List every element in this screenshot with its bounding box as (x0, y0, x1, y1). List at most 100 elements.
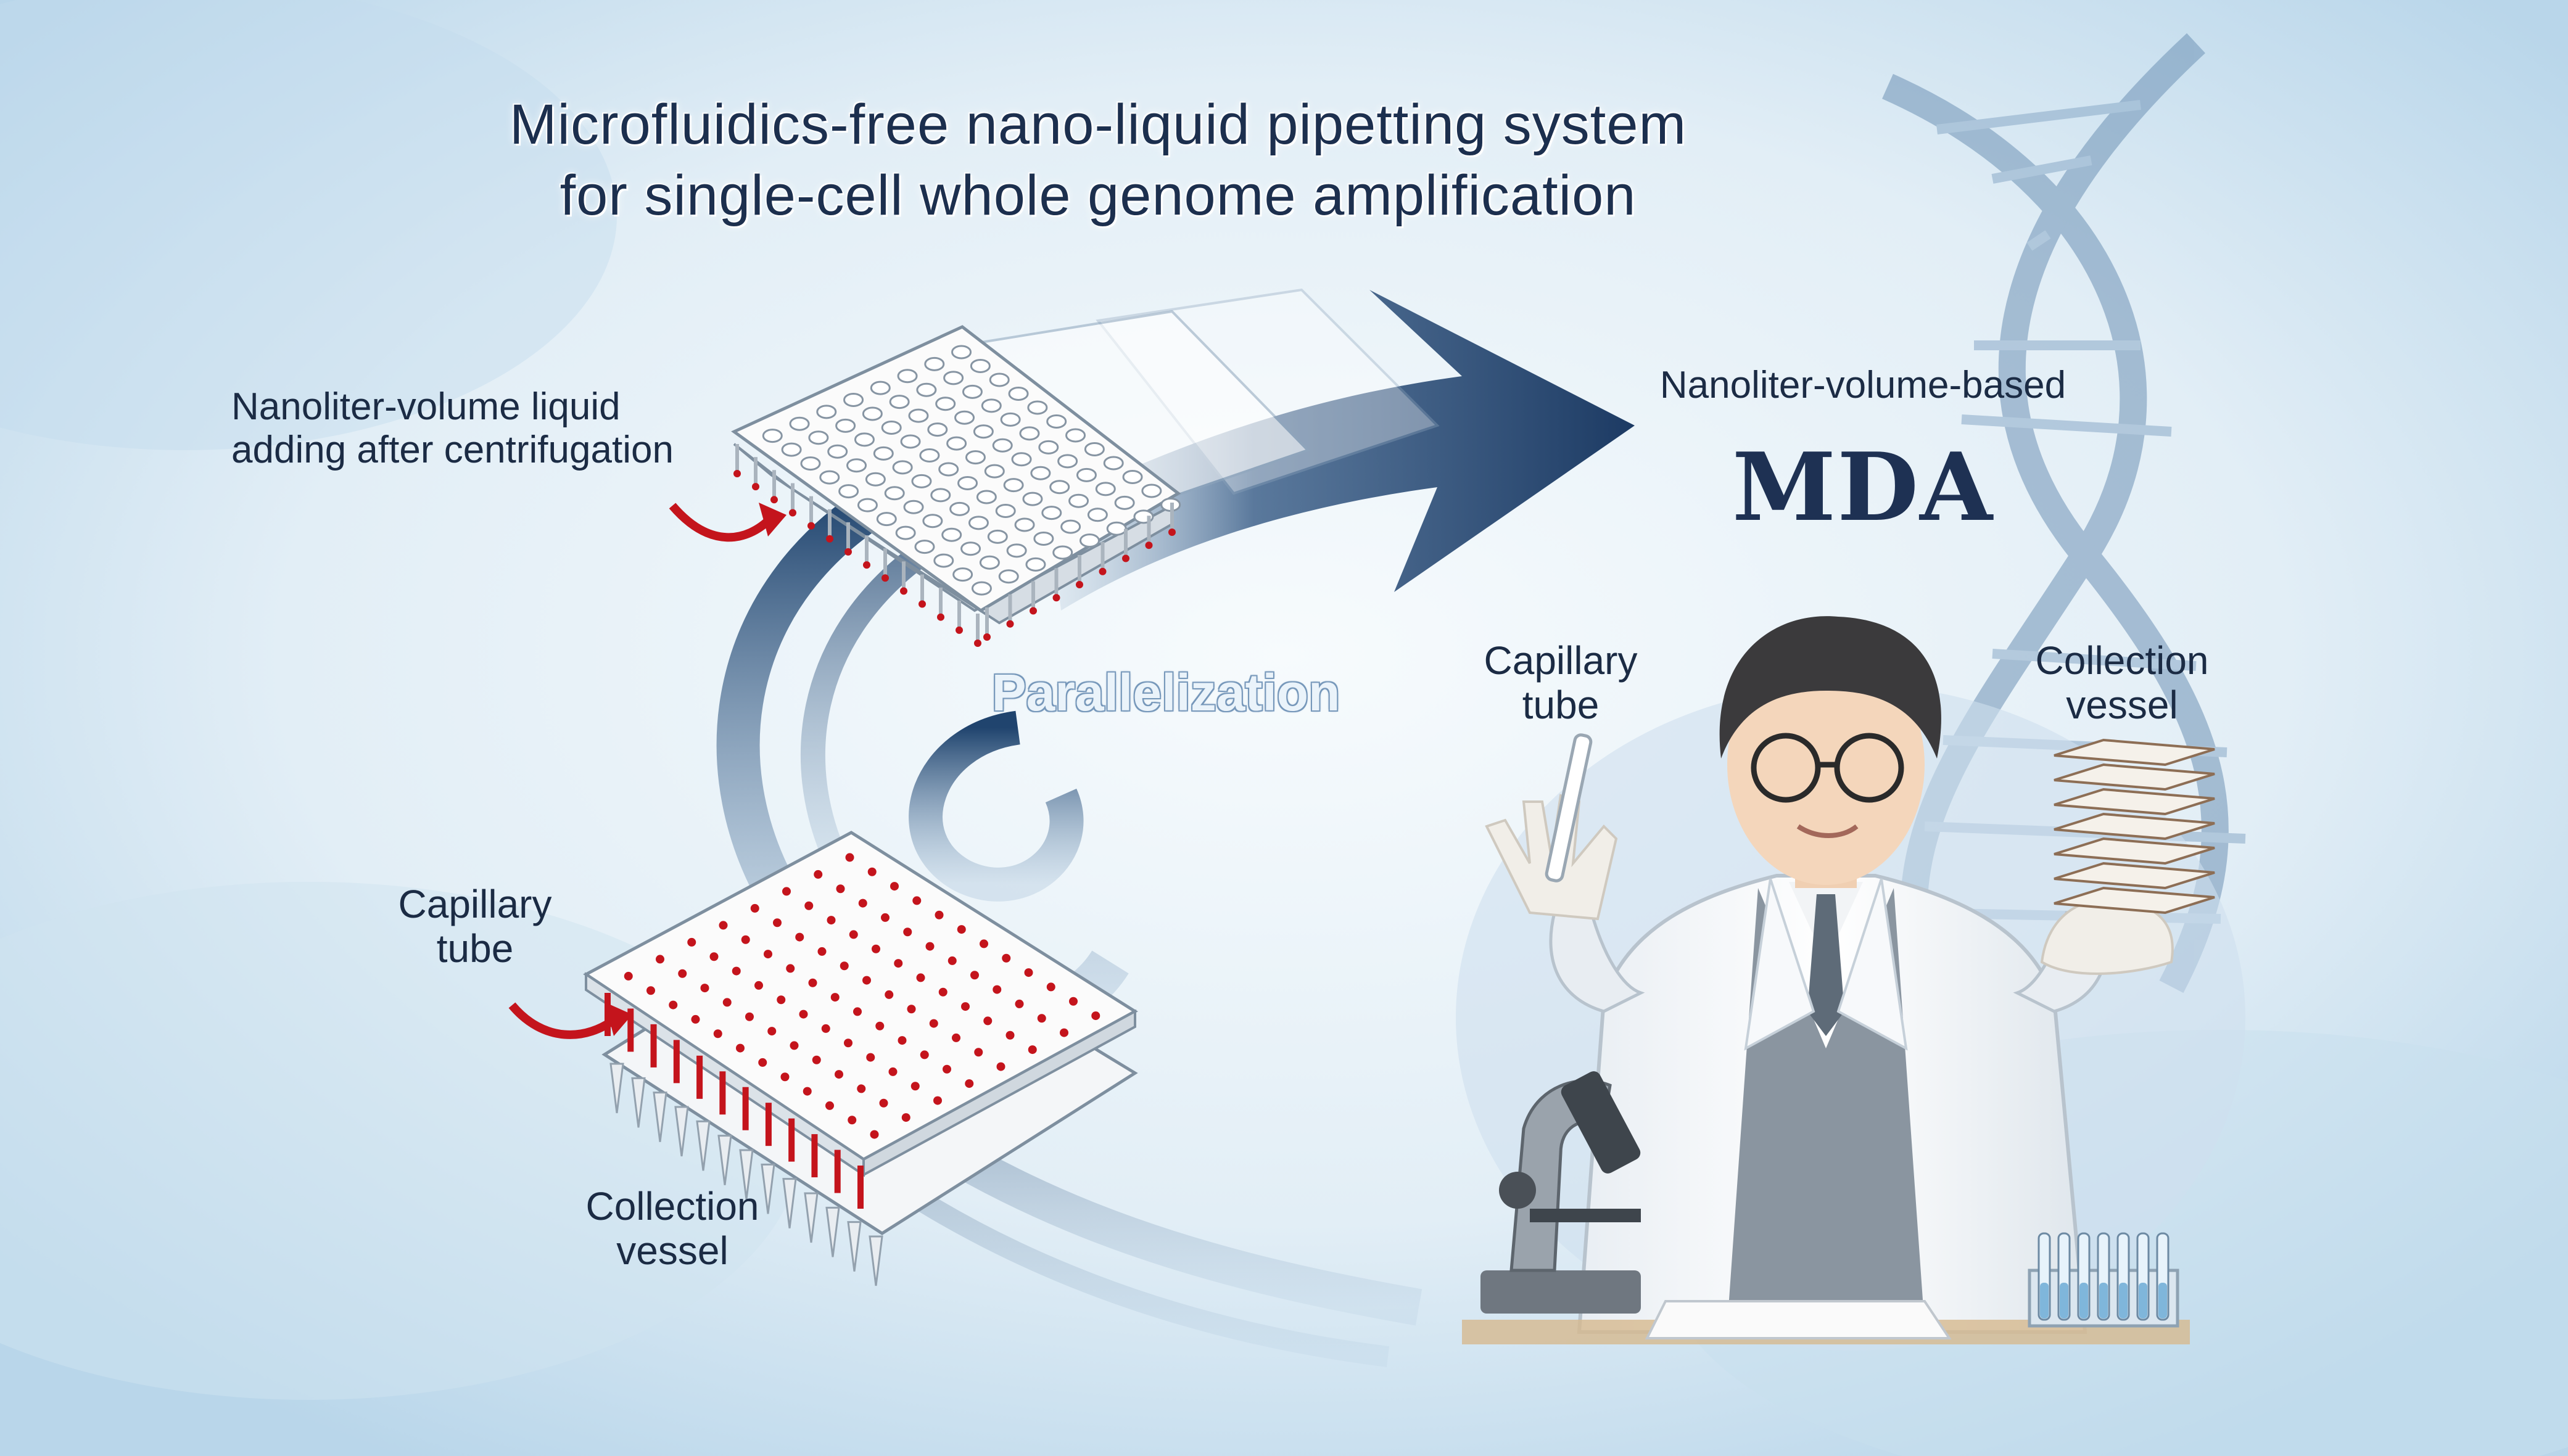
capillary-tube (811, 1134, 818, 1178)
plate-well (1025, 557, 1046, 572)
red-droplet (770, 496, 778, 504)
plate-well (989, 372, 1010, 387)
plate-well (862, 406, 883, 421)
red-droplet (807, 522, 815, 530)
capillary-dot (624, 971, 633, 981)
capillary-dot (881, 913, 890, 922)
capillary-dot (875, 1021, 885, 1030)
capillary-dot (1069, 997, 1078, 1006)
capillary-dot (853, 1007, 862, 1016)
top-plate-stack (731, 288, 1440, 647)
plate-well (1095, 482, 1116, 496)
capillary-dot (741, 935, 750, 944)
plate-well (1049, 480, 1070, 495)
capillary-dot (825, 1101, 834, 1110)
plate-well (800, 456, 821, 471)
document-sheet (1645, 1300, 1952, 1339)
stacked-plate (2054, 763, 2215, 791)
plate-well (873, 446, 894, 461)
red-droplet (1099, 567, 1107, 575)
red-droplet (881, 574, 889, 582)
plate-well (1087, 508, 1108, 522)
plate-well (1022, 492, 1043, 506)
pointer-arrow-bottom (508, 1002, 620, 1039)
capillary-tube (834, 1150, 841, 1193)
capillary-dot (758, 1058, 767, 1067)
capillary-dot (790, 1041, 799, 1050)
capillary-tube (650, 1024, 657, 1067)
red-droplet (733, 470, 741, 477)
left-capillary-line-1: Capillary (398, 882, 552, 926)
plate-well (933, 553, 954, 568)
capillary-dot (830, 993, 840, 1002)
right-collection-line-2: vessel (2066, 683, 2178, 728)
capillary-dot (709, 952, 719, 961)
tie (1807, 894, 1844, 1036)
red-droplet (1122, 554, 1129, 562)
left-capillary-tube-label: Capillary tube (395, 882, 555, 971)
capillary-dot (836, 884, 845, 894)
plate-well (927, 422, 948, 437)
plate-well (976, 490, 997, 504)
capillary-dot (929, 1019, 938, 1028)
plate-well (987, 529, 1008, 544)
capillary-dot (980, 939, 988, 948)
red-droplet (1052, 594, 1060, 602)
plate-well (1033, 531, 1054, 546)
capillary-dot (1028, 1045, 1037, 1055)
nanoliter-based-label: Nanoliter-volume-based (1659, 364, 2066, 406)
red-droplet (826, 535, 833, 543)
capillary-dot (777, 995, 786, 1005)
capillary-dot (713, 1029, 722, 1039)
capillary-dot (812, 1055, 821, 1064)
capillary-dot (898, 1036, 907, 1045)
capillary-tube (765, 1103, 772, 1146)
plate-well (970, 358, 991, 373)
capillary-tube (673, 1040, 680, 1084)
capillary-dot (821, 1024, 830, 1033)
capillary-dot (700, 984, 709, 993)
capillary-dot (983, 1016, 993, 1026)
capillary-dot (910, 1082, 920, 1091)
plate-well (973, 424, 994, 439)
plate-well (1122, 469, 1143, 484)
plate-well (870, 380, 891, 395)
vessel-tip (609, 1063, 624, 1114)
plate-well (1141, 483, 1162, 498)
plate-well (895, 525, 916, 540)
plate-well (914, 540, 935, 554)
red-droplet (1006, 620, 1014, 628)
vessel-tip (739, 1149, 754, 1200)
vessel-tip (782, 1178, 797, 1228)
capillary-dot (970, 971, 979, 980)
stacked-plate (2054, 738, 2215, 767)
stacked-plate (2054, 886, 2215, 915)
capillary-dot (872, 944, 880, 953)
capillary-dot (894, 959, 903, 968)
stacked-plate (2054, 837, 2215, 865)
vessel-tip (717, 1135, 732, 1185)
capillary-dot (840, 961, 849, 971)
plate-well (838, 484, 859, 499)
plate-well (897, 369, 918, 384)
plate-well (1038, 440, 1059, 454)
capillary-dot (1015, 999, 1024, 1008)
right-collection-line-1: Collection (2035, 638, 2209, 683)
plate-well (819, 470, 840, 485)
capillary-tube (857, 1166, 864, 1209)
capillary-dot (925, 942, 935, 951)
capillary-dot (965, 1079, 974, 1088)
capillary-tube (627, 1008, 634, 1052)
capillary-dot (669, 1000, 678, 1010)
capillary-tube (605, 993, 611, 1036)
plate-well (971, 581, 992, 596)
plate-well (954, 410, 975, 425)
plate-well (762, 429, 783, 443)
red-droplet (937, 613, 944, 621)
plate-well (962, 384, 983, 399)
capillary-dot (804, 901, 814, 910)
vessel-tip (653, 1092, 667, 1142)
vessel-tip (847, 1221, 862, 1272)
capillary-dot (957, 925, 966, 934)
plate-well (979, 555, 1000, 570)
